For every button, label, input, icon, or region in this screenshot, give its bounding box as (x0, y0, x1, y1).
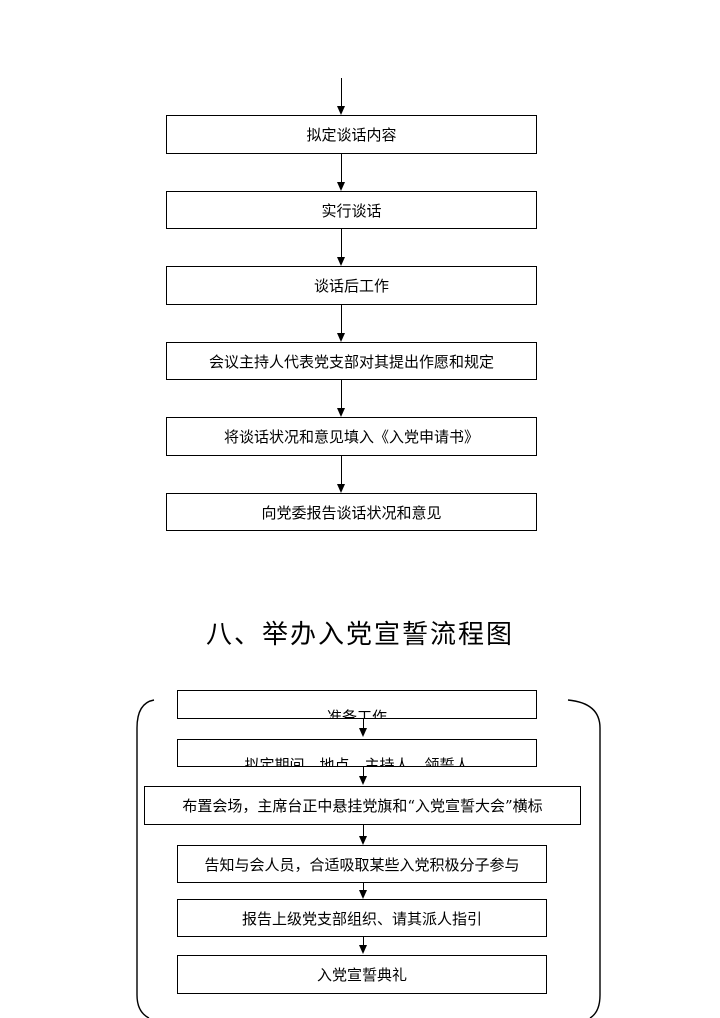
flow-b-step-1: 准备工作 (177, 690, 537, 719)
section-title: 八、举办入党宣誓流程图 (205, 620, 514, 650)
flow-a-step-3-label: 谈话后工作 (313, 277, 389, 295)
arrow-head (337, 182, 345, 191)
flow-b-step-4: 告知与会人员，合适吸取某些入党积极分子参与 (177, 845, 547, 883)
flow-a-step-4-label: 会议主持人代表党支部对其提出作愿和规定 (208, 352, 494, 371)
flow-b-step-3-label: 布置会场，主席台正中悬挂党旗和“入党宣誓大会”横标 (182, 797, 543, 815)
flow-b-step-2: 拟定期间、地点、主持人、领誓人 (177, 739, 537, 767)
flow-a-step-5-label: 将谈话状况和意见填入《入党申请书》 (223, 428, 479, 446)
flow-b-step-1-label: 准备工作 (326, 708, 387, 719)
flow-a-step-6-label: 向党委报告谈话状况和意见 (261, 503, 442, 522)
connector-line (363, 719, 364, 729)
connector-line (363, 937, 364, 946)
flow-b-step-6: 入党宣誓典礼 (177, 955, 547, 994)
connector-line (363, 767, 364, 777)
arrow-head (337, 333, 345, 342)
flow-a-step-4: 会议主持人代表党支部对其提出作愿和规定 (166, 342, 537, 380)
arrow-head (359, 890, 367, 899)
arrow-head (359, 836, 367, 845)
arrow-head (337, 484, 345, 493)
flow-a-step-1-label: 拟定谈话内容 (306, 126, 397, 144)
connector-line (363, 825, 364, 837)
flow-a-step-6: 向党委报告谈话状况和意见 (166, 493, 537, 531)
flow-a-step-1: 拟定谈话内容 (166, 115, 537, 154)
flow-a-step-2-label: 实行谈话 (321, 201, 382, 220)
flow-a-step-2: 实行谈话 (166, 191, 537, 229)
flow-a-step-3: 谈话后工作 (166, 266, 537, 305)
flow-b-step-6-label: 入党宣誓典礼 (316, 966, 407, 984)
connector-line (341, 229, 342, 258)
connector-line (341, 305, 342, 334)
connector-line (341, 456, 342, 484)
flow-b-step-4-label: 告知与会人员，合适吸取某些入党积极分子参与 (204, 855, 520, 874)
connector-line (363, 883, 364, 891)
arrow-head (359, 776, 367, 785)
arrow-head (337, 257, 345, 266)
flow-b-step-5: 报告上级党支部组织、请其派人指引 (177, 899, 547, 937)
arrow-head (337, 408, 345, 417)
arrow-head (359, 945, 367, 954)
flow-a-step-5: 将谈话状况和意见填入《入党申请书》 (166, 417, 537, 456)
arrow-head (337, 106, 345, 115)
flow-b-step-3: 布置会场，主席台正中悬挂党旗和“入党宣誓大会”横标 (144, 786, 581, 825)
connector-line (341, 154, 342, 183)
arrow-head (359, 728, 367, 737)
flow-b-step-5-label: 报告上级党支部组织、请其派人指引 (241, 909, 482, 928)
connector-line (341, 78, 342, 107)
connector-line (341, 380, 342, 409)
flow-b-step-2-label: 拟定期间、地点、主持人、领誓人 (244, 756, 470, 767)
